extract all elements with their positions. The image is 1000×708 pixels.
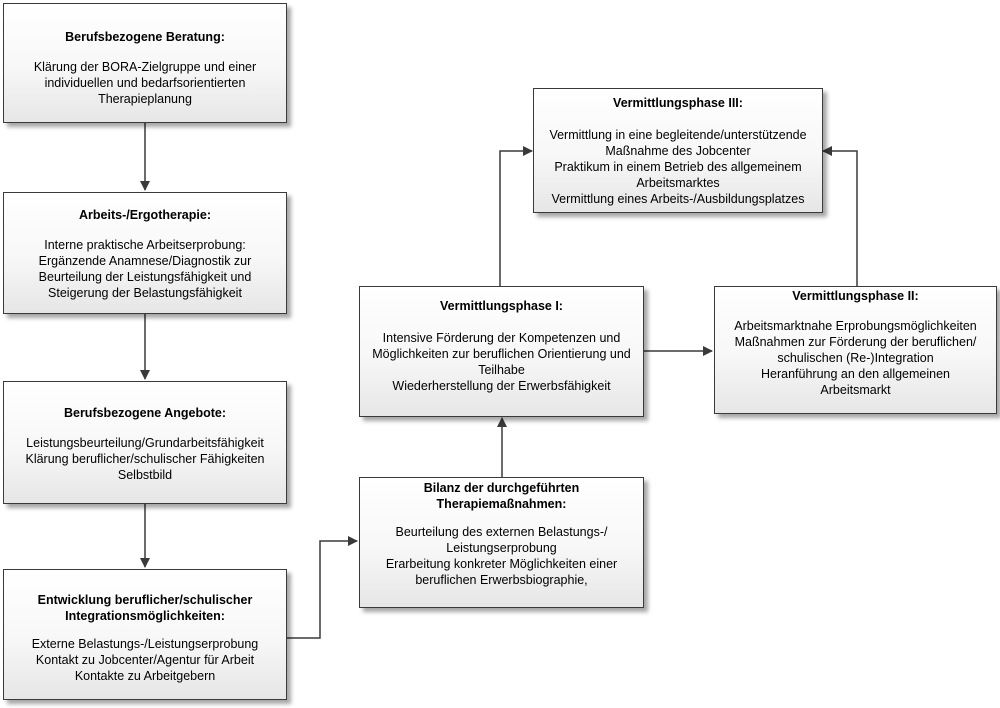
box-arbeits-ergotherapie: Arbeits-/Ergotherapie: Interne praktisch… [3, 192, 287, 314]
box-text-line: Therapieplanung [98, 92, 192, 106]
box-text-line: Beurteilung der Leistungsfähigkeit und [38, 270, 252, 284]
box-text-line: Maßnahmen zur Förderung der beruflichen/ [734, 335, 977, 349]
box-text-line: Vermittlung eines Arbeits-/Ausbildungspl… [551, 192, 805, 206]
box-entwicklung-integrationsmoeglichkeiten: Entwicklung beruflicher/schulischer Inte… [3, 569, 287, 700]
box-text-line: Heranführung an den allgemeinen [760, 367, 951, 381]
box-text-line: Leistungsbeurteilung/Grundarbeitsfähigke… [26, 436, 264, 450]
box-title: Arbeits-/Ergotherapie: [79, 208, 211, 222]
box-title: Berufsbezogene Beratung: [65, 30, 225, 44]
box-text-line: Steigerung der Belastungsfähigkeit [48, 286, 242, 300]
edge-phase1-phase3 [499, 146, 533, 286]
box-text-line: individuellen und bedarfsorientierten [44, 76, 246, 90]
box-text-line: Teilhabe [478, 363, 525, 377]
box-text-line: Externe Belastungs-/Leistungserprobung [31, 637, 259, 651]
box-text-line: Interne praktische Arbeitserprobung: [44, 238, 246, 252]
box-title-line-1: Bilanz der durchgeführten [423, 481, 580, 495]
box-title: Vermittlungsphase III: [613, 96, 743, 110]
box-title-line-2: Integrationsmöglichkeiten: [65, 609, 225, 623]
box-title-line-1: Entwicklung beruflicher/schulischer [37, 593, 253, 607]
box-text-line: Klärung beruflicher/schulischer Fähigkei… [25, 452, 265, 466]
box-vermittlungsphase-1: Vermittlungsphase I: Intensive Förderung… [359, 286, 644, 417]
edge-entwicklung-bilanz [287, 536, 358, 639]
box-text-line: Kontakt zu Jobcenter/Agentur für Arbeit [35, 653, 255, 667]
box-bilanz-therapiemassnahmen: Bilanz der durchgeführten Therapiemaßnah… [359, 477, 644, 608]
box-text-line: Vermittlung in eine begleitende/unterstü… [549, 128, 807, 142]
box-title: Vermittlungsphase II: [792, 289, 919, 303]
box-text-line: Beurteilung des externen Belastungs-/ [395, 525, 608, 539]
box-text-line: Praktikum in einem Betrieb des allgemein… [554, 160, 802, 174]
box-text-line: Arbeitsmarktes [636, 176, 720, 190]
box-text-line: Kontakte zu Arbeitgebern [74, 669, 216, 683]
box-berufsbezogene-angebote: Berufsbezogene Angebote: Leistungsbeurte… [3, 381, 287, 504]
box-title: Berufsbezogene Angebote: [63, 406, 227, 420]
box-text-line: Möglichkeiten zur beruflichen Orientieru… [372, 347, 631, 361]
box-text-line: Erarbeitung konkreter Möglichkeiten eine… [385, 557, 618, 571]
box-text-line: Selbstbild [117, 468, 173, 482]
box-text-line: Maßnahme des Jobcenter [605, 144, 751, 158]
box-text-line: Wiederherstellung der Erwerbsfähigkeit [392, 379, 611, 393]
box-berufsbezogene-beratung: Berufsbezogene Beratung: Klärung der BOR… [3, 3, 287, 123]
box-vermittlungsphase-2: Vermittlungsphase II: Arbeitsmarktnahe E… [714, 286, 997, 414]
box-title-line-2: Therapiemaßnahmen: [436, 497, 567, 511]
box-text-line: Arbeitsmarkt [820, 383, 891, 397]
box-text-line: beruflichen Erwerbsbiographie, [415, 573, 588, 587]
box-text-line: schulischen (Re-)Integration [777, 351, 934, 365]
box-text-line: Ergänzende Anamnese/Diagnostik zur [38, 254, 252, 268]
box-text-line: Arbeitsmarktnahe Erprobungsmöglichkeiten [734, 319, 977, 333]
edge-phase2-phase3 [822, 146, 858, 286]
box-text-line: Intensive Förderung der Kompetenzen und [382, 331, 621, 345]
box-text-line: Klärung der BORA-Zielgruppe und einer [33, 60, 257, 74]
box-title: Vermittlungsphase I: [440, 299, 563, 313]
box-text-line: Leistungserprobung [446, 541, 557, 555]
box-vermittlungsphase-3: Vermittlungsphase III: Vermittlung in ei… [533, 88, 823, 213]
